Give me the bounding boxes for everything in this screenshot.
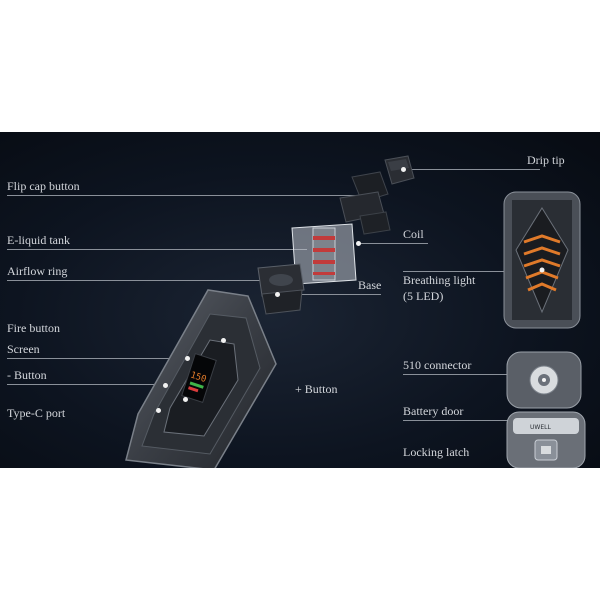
label-coil: Coil	[403, 227, 424, 241]
label-base: Base	[358, 278, 382, 292]
leader-drip-tip	[398, 169, 540, 170]
product-diagram: Drip tip Flip cap button Coil E-liquid t…	[0, 132, 600, 468]
leader-battery-door	[403, 420, 530, 421]
coil-dot	[356, 241, 361, 246]
minus-button-dot	[163, 383, 168, 388]
label-plus-button: + Button	[295, 382, 338, 396]
flip-cap-part	[339, 171, 391, 235]
label-drip-tip: Drip tip	[527, 153, 565, 167]
connector-510-view	[506, 351, 582, 409]
leader-base	[278, 294, 381, 295]
fire-button-dot	[221, 338, 226, 343]
leader-510	[403, 374, 543, 375]
leader-airflow	[7, 280, 275, 281]
label-breathing-light-count: (5 LED)	[403, 289, 444, 303]
base-part	[257, 263, 305, 315]
battery-door-view	[506, 411, 586, 468]
label-fire-button: Fire button	[7, 321, 60, 335]
drip-tip-dot	[401, 167, 406, 172]
leader-tank	[7, 249, 307, 250]
mod-device: 150	[125, 289, 277, 468]
device-brand: UWELL	[530, 424, 551, 431]
type-c-port-dot	[156, 408, 161, 413]
label-flip-cap-button: Flip cap button	[7, 179, 80, 193]
breathing-light-panel	[503, 191, 581, 329]
tank-part	[291, 223, 357, 285]
label-airflow-ring: Airflow ring	[7, 264, 68, 278]
label-screen: Screen	[7, 342, 40, 356]
screen-dot	[185, 356, 190, 361]
atomizer-parts	[257, 155, 415, 315]
label-breathing-light: Breathing light	[403, 273, 476, 287]
leader-flip-cap	[7, 195, 362, 196]
label-battery-door: Battery door	[403, 404, 464, 418]
label-type-c-port: Type-C port	[7, 406, 66, 420]
leader-breathing-light	[403, 271, 544, 272]
drip-tip-part	[384, 155, 415, 185]
leader-coil	[358, 243, 428, 244]
base-dot	[275, 292, 280, 297]
screen-readout: 150	[189, 370, 208, 385]
plus-button-dot	[183, 397, 188, 402]
leader-screen	[7, 358, 187, 359]
label-e-liquid-tank: E-liquid tank	[7, 233, 70, 247]
label-510-connector: 510 connector	[403, 358, 472, 372]
label-locking-latch: Locking latch	[403, 445, 470, 459]
leader-minus	[7, 384, 162, 385]
label-minus-button: - Button	[7, 368, 47, 382]
